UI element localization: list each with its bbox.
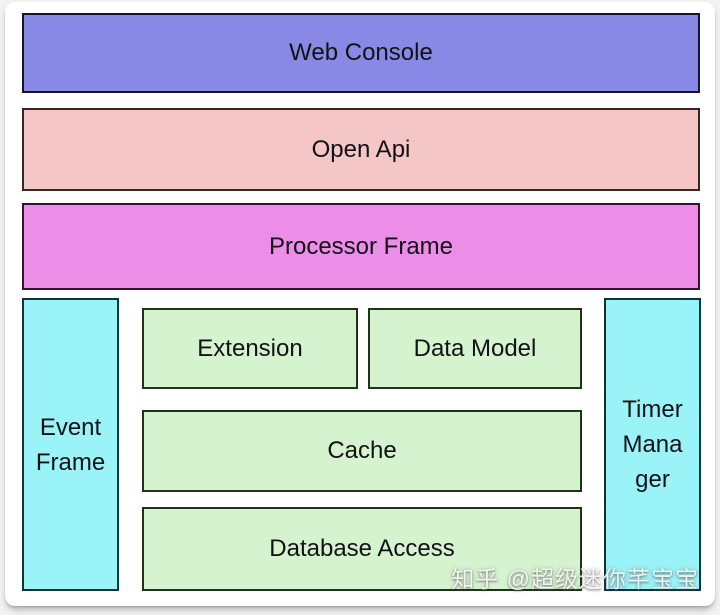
- layer-web-console: Web Console: [22, 13, 700, 93]
- timer-manager-label-line: Mana: [622, 431, 683, 458]
- module-cache: Cache: [142, 410, 582, 492]
- column-timer-manager: Timer Mana ger: [604, 298, 701, 591]
- column-event-frame: Event Frame: [22, 298, 119, 591]
- timer-manager-label-line: ger: [635, 466, 670, 493]
- event-frame-label-line: Frame: [35, 448, 106, 476]
- module-data-model: Data Model: [368, 308, 582, 389]
- timer-manager-label-line: Timer: [622, 396, 683, 423]
- module-database-access-label: Database Access: [269, 535, 455, 562]
- diagram-card: Web Console Open Api Processor Frame Eve…: [5, 2, 715, 606]
- layer-open-api-label: Open Api: [311, 135, 411, 163]
- event-frame-label-line: Event: [39, 413, 102, 441]
- layer-web-console-label: Web Console: [289, 39, 433, 66]
- layer-processor-frame: Processor Frame: [22, 203, 700, 290]
- module-database-access: Database Access: [142, 507, 582, 591]
- module-cache-label: Cache: [327, 437, 397, 464]
- module-extension: Extension: [142, 308, 358, 389]
- layer-open-api: Open Api: [22, 108, 700, 191]
- module-extension-label: Extension: [197, 334, 303, 362]
- module-data-model-label: Data Model: [413, 334, 537, 362]
- layer-processor-frame-label: Processor Frame: [268, 232, 454, 260]
